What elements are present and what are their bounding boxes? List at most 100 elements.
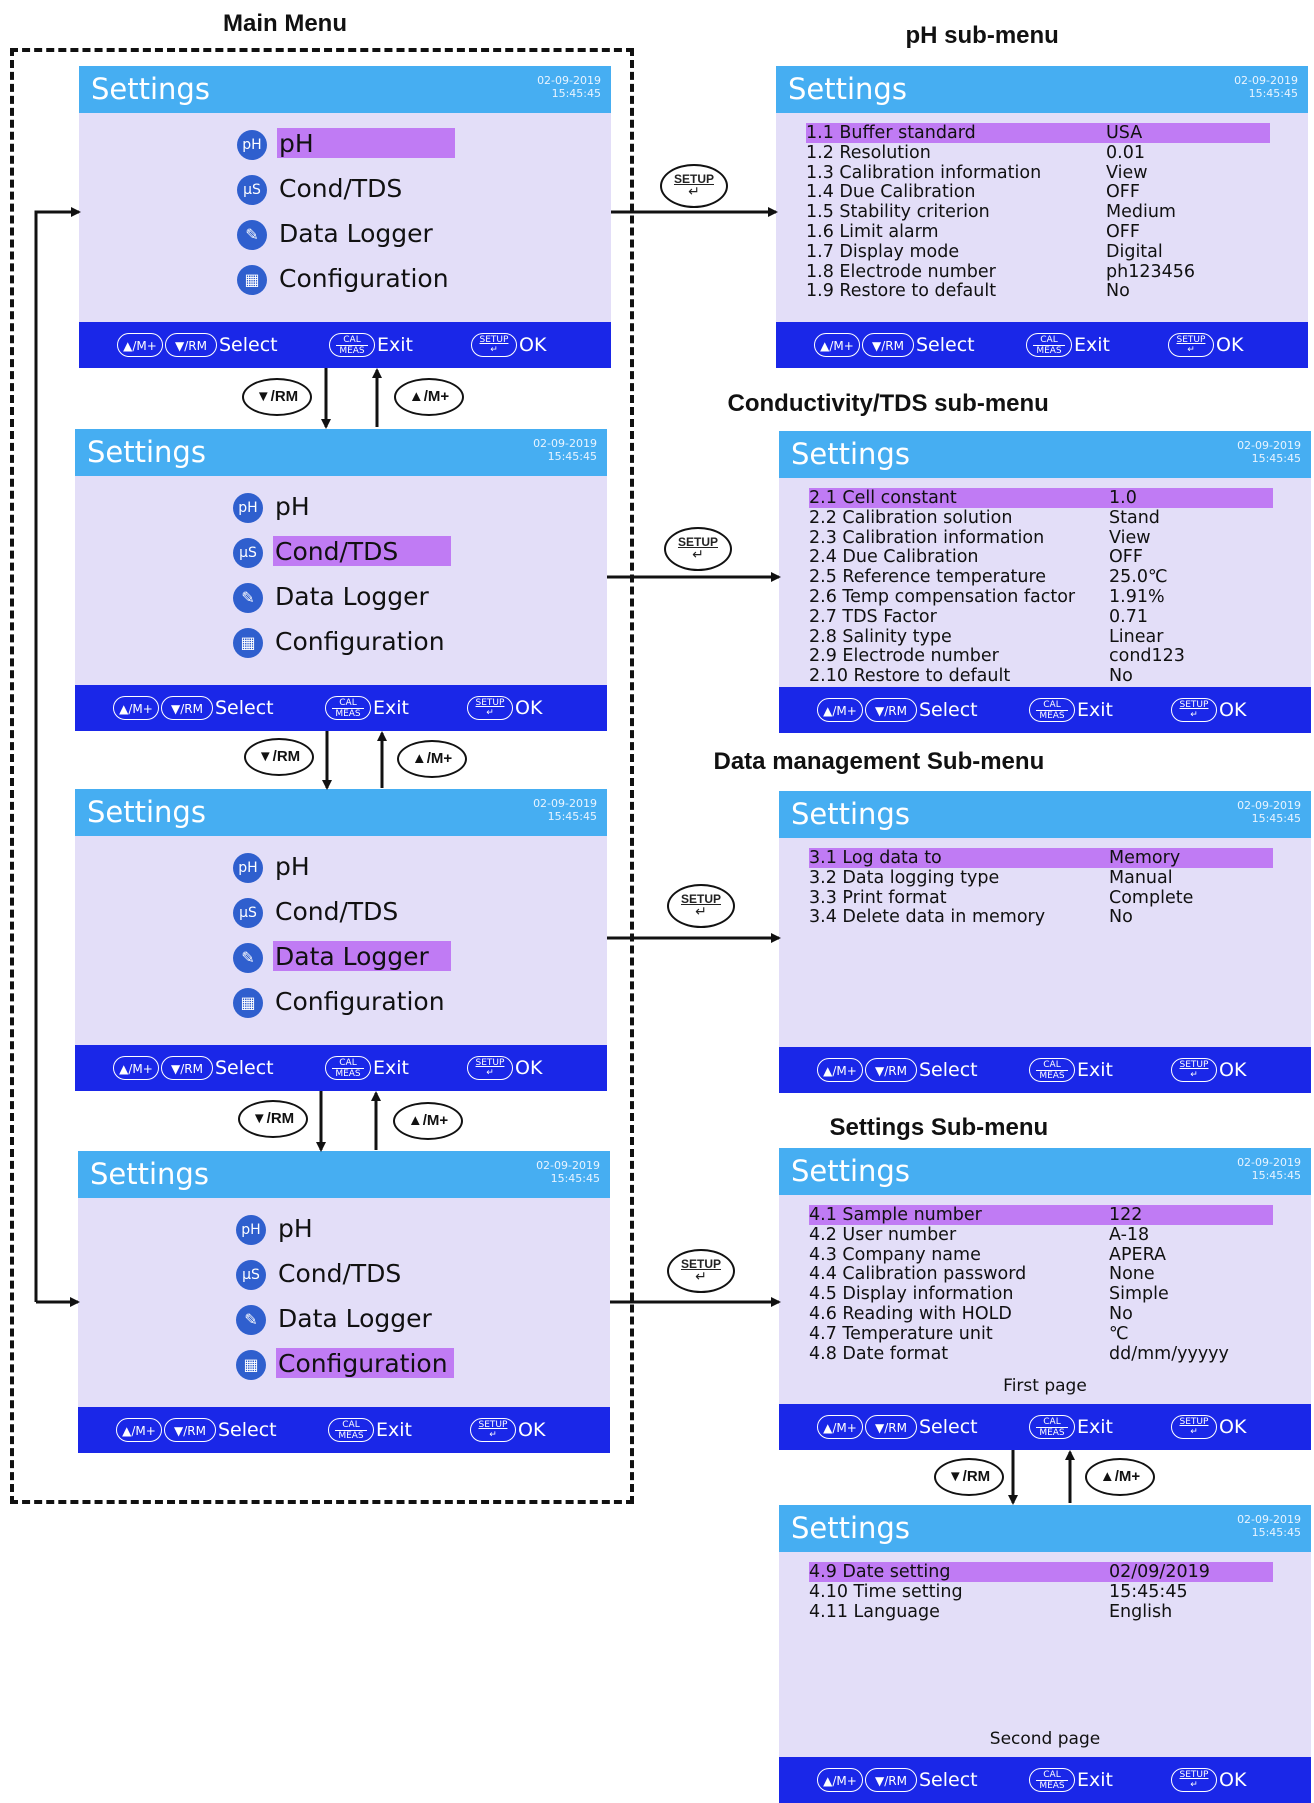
down-rm-key[interactable]: ▼/RM	[865, 698, 917, 722]
down-key-1[interactable]: ▼/RM	[242, 378, 312, 416]
setup-enter-key[interactable]: SETUP↵	[1171, 1415, 1217, 1439]
down-rm-key[interactable]: ▼/RM	[865, 1768, 917, 1792]
setup-enter-key[interactable]: SETUP↵	[1171, 698, 1217, 722]
setup-key-data[interactable]: SETUP↵	[667, 884, 735, 928]
menu-item-configuration[interactable]: ▦Configuration	[233, 624, 513, 662]
down-rm-key[interactable]: ▼/RM	[161, 1056, 213, 1080]
menu-item-data-logger[interactable]: ✎Data Logger	[233, 939, 513, 977]
down-rm-key[interactable]: ▼/RM	[161, 696, 213, 720]
up-m-plus-key[interactable]: ▲/M+	[117, 333, 163, 357]
setup-enter-key[interactable]: SETUP↵	[467, 696, 513, 720]
down-rm-key[interactable]: ▼/RM	[165, 333, 217, 357]
up-key-settings[interactable]: ▲/M+	[1085, 1458, 1155, 1496]
up-m-plus-key[interactable]: ▲/M+	[817, 1768, 863, 1792]
menu-item-data-logger[interactable]: ✎Data Logger	[237, 216, 517, 254]
submenu-row[interactable]: 4.7 Temperature unit℃	[809, 1324, 1273, 1344]
up-key-1[interactable]: ▲/M+	[394, 378, 464, 416]
down-rm-key[interactable]: ▼/RM	[164, 1418, 216, 1442]
setup-enter-key[interactable]: SETUP↵	[1171, 1058, 1217, 1082]
up-m-plus-key[interactable]: ▲/M+	[116, 1418, 162, 1442]
down-rm-key[interactable]: ▼/RM	[862, 333, 914, 357]
setup-key-settings[interactable]: SETUP↵	[667, 1249, 735, 1293]
down-key-2[interactable]: ▼/RM	[244, 738, 314, 776]
up-m-plus-key[interactable]: ▲/M+	[113, 1056, 159, 1080]
setup-enter-key[interactable]: SETUP↵	[1168, 333, 1214, 357]
setup-enter-key[interactable]: SETUP↵	[471, 333, 517, 357]
menu-item-data-logger[interactable]: ✎Data Logger	[233, 579, 513, 617]
menu-item-configuration[interactable]: ▦Configuration	[237, 261, 517, 299]
setup-enter-key[interactable]: SETUP↵	[470, 1418, 516, 1442]
up-m-plus-key[interactable]: ▲/M+	[817, 1058, 863, 1082]
up-m-plus-key[interactable]: ▲/M+	[113, 696, 159, 720]
menu-item-data-logger[interactable]: ✎Data Logger	[236, 1301, 516, 1339]
menu-item-configuration[interactable]: ▦Configuration	[233, 984, 513, 1022]
down-rm-key[interactable]: ▼/RM	[865, 1415, 917, 1439]
up-m-plus-key[interactable]: ▲/M+	[817, 1415, 863, 1439]
down-rm-key[interactable]: ▼/RM	[865, 1058, 917, 1082]
up-key-3[interactable]: ▲/M+	[393, 1102, 463, 1140]
menu-item-configuration[interactable]: ▦Configuration	[236, 1346, 516, 1384]
setup-key-cond[interactable]: SETUP↵	[664, 527, 732, 571]
setup-enter-key[interactable]: SETUP↵	[1171, 1768, 1217, 1792]
up-m-plus-key[interactable]: ▲/M+	[814, 333, 860, 357]
row-label: 4.9 Date setting	[809, 1562, 951, 1582]
setup-enter-key[interactable]: SETUP↵	[467, 1056, 513, 1080]
setup-key-ph[interactable]: SETUP↵	[660, 164, 728, 208]
up-m-plus-key[interactable]: ▲/M+	[817, 698, 863, 722]
down-key-settings[interactable]: ▼/RM	[934, 1458, 1004, 1496]
down-key-3[interactable]: ▼/RM	[238, 1100, 308, 1138]
up-key-2[interactable]: ▲/M+	[397, 740, 467, 778]
